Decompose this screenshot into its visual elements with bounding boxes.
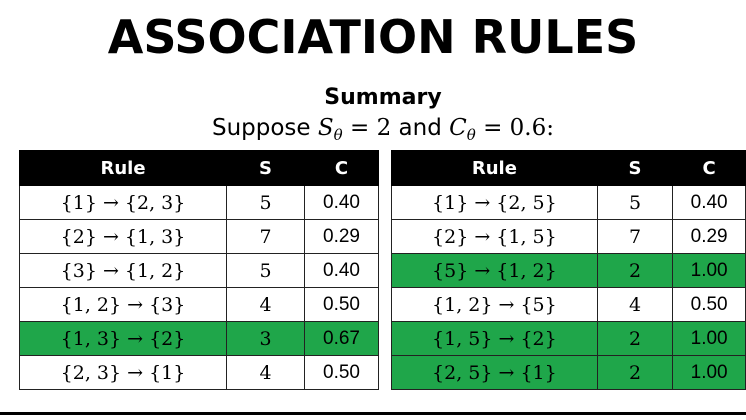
confidence-cell: 1.00: [672, 355, 746, 390]
support-cell: 5: [226, 185, 305, 220]
bottom-divider: [0, 412, 746, 415]
header-s: S: [226, 150, 305, 186]
threshold-condition: Suppose Sθ = 2 and Cθ = 0.6:: [0, 113, 746, 150]
support-eq: = 2: [342, 115, 392, 141]
rule-cell: {2, 3} → {1}: [19, 355, 227, 390]
table-header-row: Rule S C: [19, 150, 379, 186]
support-cell: 7: [226, 219, 305, 254]
condition-prefix: Suppose: [211, 115, 318, 141]
confidence-cell: 0.67: [304, 321, 379, 356]
confidence-cell: 0.29: [672, 219, 746, 254]
table-header-row: Rule S C: [391, 150, 746, 186]
rule-cell: {2, 5} → {1}: [391, 355, 598, 390]
rule-cell: {3} → {1, 2}: [19, 253, 227, 288]
confidence-cell: 0.50: [304, 355, 379, 390]
confidence-cell: 0.40: [672, 185, 746, 220]
rule-cell: {1} → {2, 3}: [19, 185, 227, 220]
support-cell: 4: [596, 287, 674, 322]
rule-cell: {2} → {1, 3}: [19, 219, 227, 254]
rule-cell: {2} → {1, 5}: [391, 219, 598, 254]
support-cell: 2: [596, 321, 674, 356]
rule-cell: {1, 3} → {2}: [19, 321, 227, 356]
header-c: C: [304, 150, 379, 186]
confidence-cell: 0.40: [304, 253, 379, 288]
support-sub: θ: [333, 126, 343, 144]
header-s: S: [596, 150, 674, 186]
header-rule: Rule: [19, 150, 227, 186]
rule-cell: {5} → {1, 2}: [391, 253, 598, 288]
header-rule: Rule: [391, 150, 598, 186]
rule-cell: {1} → {2, 5}: [391, 185, 598, 220]
confidence-cell: 1.00: [672, 253, 746, 288]
support-cell: 2: [596, 253, 674, 288]
support-cell: 4: [226, 287, 305, 322]
page-title: ASSOCIATION RULES: [107, 10, 639, 64]
confidence-sub: θ: [466, 126, 476, 144]
confidence-var: C: [449, 115, 467, 141]
support-var: S: [317, 115, 334, 141]
confidence-eq: = 0.6:: [475, 115, 554, 141]
rule-cell: {1, 5} → {2}: [391, 321, 598, 356]
support-cell: 7: [596, 219, 674, 254]
rule-cell: {1, 2} → {3}: [19, 287, 227, 322]
confidence-cell: 0.50: [304, 287, 379, 322]
support-cell: 5: [226, 253, 305, 288]
support-cell: 4: [226, 355, 305, 390]
support-cell: 2: [596, 355, 674, 390]
section-subtitle: Summary: [324, 85, 442, 110]
support-cell: 3: [226, 321, 305, 356]
header-c: C: [672, 150, 746, 186]
confidence-cell: 0.29: [304, 219, 379, 254]
confidence-cell: 0.50: [672, 287, 746, 322]
support-cell: 5: [596, 185, 674, 220]
condition-joiner: and: [391, 115, 450, 141]
confidence-cell: 0.40: [304, 185, 379, 220]
rule-cell: {1, 2} → {5}: [391, 287, 598, 322]
confidence-cell: 1.00: [672, 321, 746, 356]
